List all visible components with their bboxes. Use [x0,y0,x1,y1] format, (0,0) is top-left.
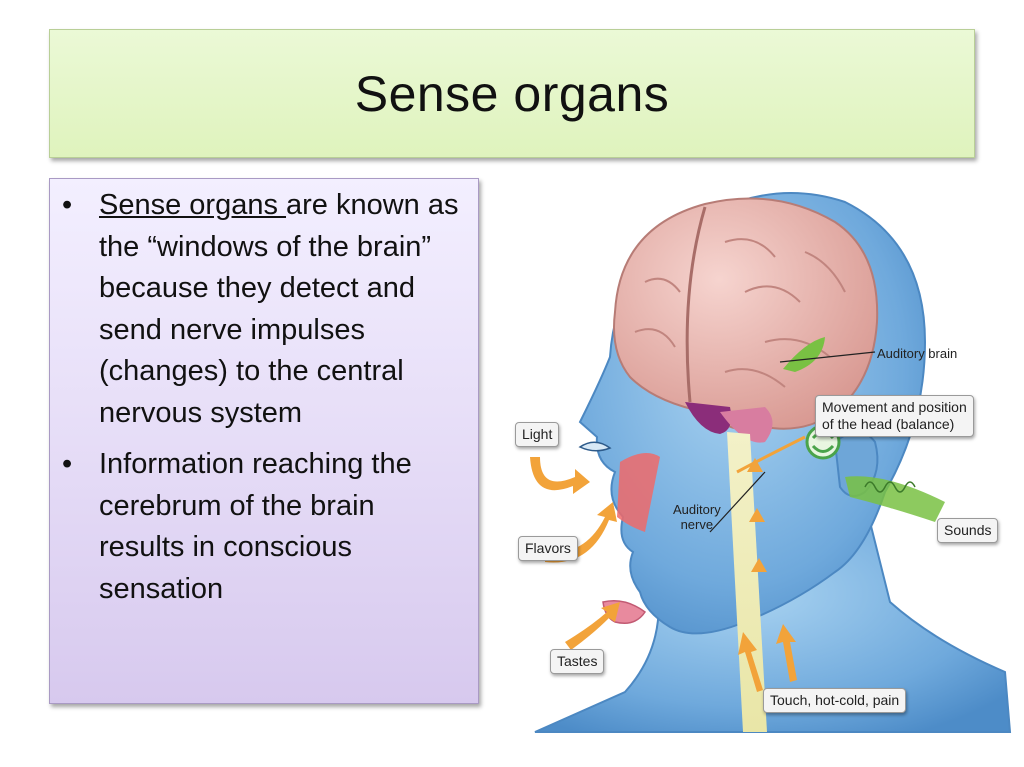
nose-region [617,453,660,532]
head-drawing [530,192,1012,733]
arrow-taste [565,602,620,650]
bullet-2-text: Information reaching the cerebrum of the… [99,448,412,605]
head-illustration: Auditory brain Movement and position of … [505,172,1015,742]
bullet-item-2: • Information reaching the cerebrum of t… [62,444,464,610]
brain-shape [613,197,879,431]
label-flavors: Flavors [518,536,578,561]
label-auditory-nerve-line1: Auditory [673,502,721,517]
bullet-item-1: • Sense organs are known as the “windows… [62,185,464,434]
content-panel: • Sense organs are known as the “windows… [49,178,479,704]
arrow-light [530,457,590,494]
eye-shape [578,441,612,452]
title-banner: Sense organs [49,29,975,158]
slide-title: Sense organs [354,65,670,122]
label-balance-line2: of the head (balance) [822,416,955,432]
label-sounds: Sounds [937,518,999,543]
arrow-spine-1 [747,458,767,572]
label-touch: Touch, hot-cold, pain [763,688,907,713]
label-balance-line1: Movement and position [822,399,967,415]
label-auditory-nerve: Auditory nerve [673,502,721,532]
bullet-dot: • [62,448,73,480]
spinal-cord [727,432,767,732]
arrow-touch-1 [738,632,763,692]
label-auditory-brain: Auditory brain [877,346,958,361]
arrow-touch-2 [776,624,797,682]
bullet-1-term: Sense organs [99,189,287,221]
label-light: Light [515,422,560,447]
label-auditory-nerve-line2: nerve [680,517,714,532]
label-balance: Movement and position of the head (balan… [815,395,974,437]
auditory-brain-patch [783,337,825,372]
bullet-dot: • [62,189,73,221]
bullet-list: • Sense organs are known as the “windows… [62,185,464,610]
sound-wave [845,476,945,522]
label-tastes: Tastes [550,649,605,674]
bullet-1-text: are known as the “windows of the brain” … [99,189,459,429]
neck-shape [534,500,1012,733]
